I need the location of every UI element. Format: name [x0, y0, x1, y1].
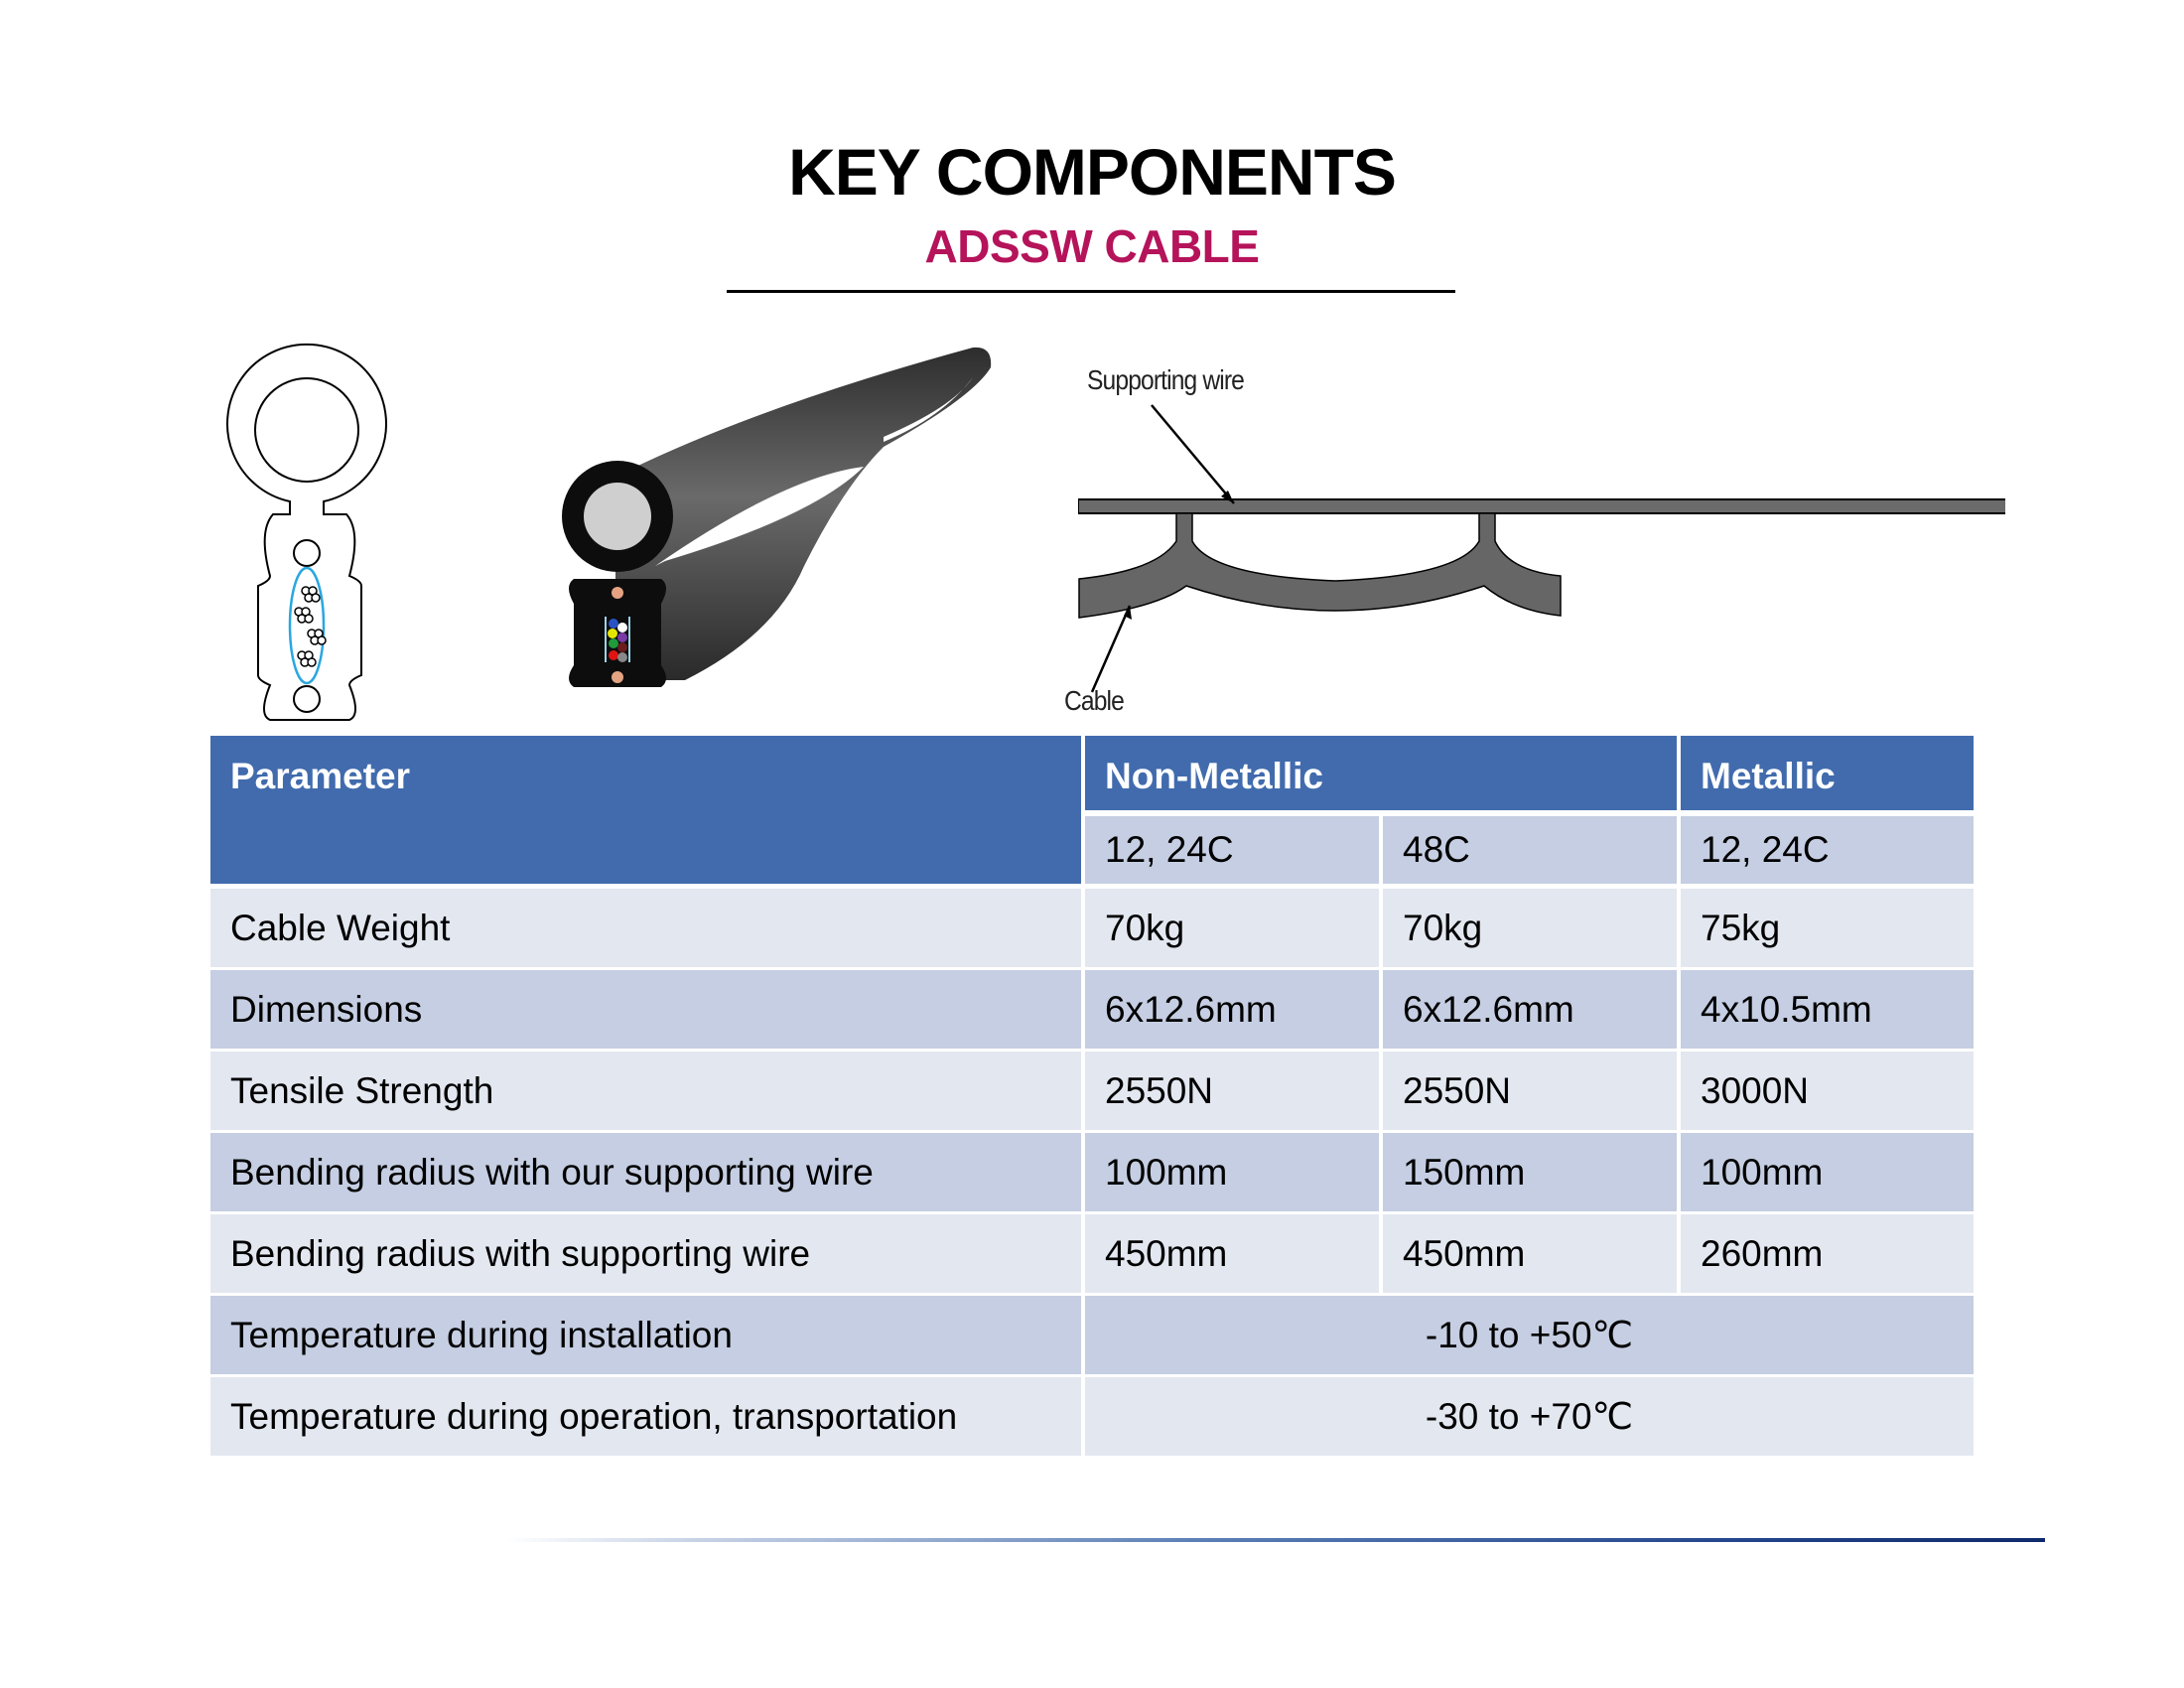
page-subtitle: ADSSW CABLE [924, 220, 1260, 272]
row-parameter: Temperature during installation [210, 1296, 1081, 1374]
footer-divider [506, 1538, 2045, 1542]
subheader-metallic-12-24c: 12, 24C [1681, 816, 1974, 884]
row-value: 6x12.6mm [1085, 970, 1379, 1049]
row-value: 70kg [1383, 889, 1677, 967]
header-metallic: Metallic [1681, 736, 1974, 810]
header-non-metallic: Non-Metallic [1085, 736, 1677, 810]
page-title: KEY COMPONENTS [788, 135, 1397, 209]
title-divider [727, 290, 1455, 293]
row-value: 2550N [1383, 1052, 1677, 1130]
cable-label: Cable [1064, 685, 1125, 716]
row-value: 4x10.5mm [1681, 970, 1974, 1049]
row-value: 100mm [1681, 1133, 1974, 1211]
subheader-non-metallic-12-24c: 12, 24C [1085, 816, 1379, 884]
row-value: 75kg [1681, 889, 1974, 967]
row-parameter: Bending radius with our supporting wire [210, 1133, 1081, 1211]
row-value: 2550N [1085, 1052, 1379, 1130]
row-parameter: Tensile Strength [210, 1052, 1081, 1130]
header-parameter: Parameter [210, 736, 1081, 884]
row-merged-value: -10 to +50℃ [1085, 1296, 1974, 1374]
row-value: 3000N [1681, 1052, 1974, 1130]
row-value: 100mm [1085, 1133, 1379, 1211]
cable-render-icon [556, 338, 1013, 725]
row-parameter: Bending radius with supporting wire [210, 1214, 1081, 1293]
row-parameter: Dimensions [210, 970, 1081, 1049]
row-merged-value: -30 to +70℃ [1085, 1377, 1974, 1456]
row-value: 260mm [1681, 1214, 1974, 1293]
row-value: 6x12.6mm [1383, 970, 1677, 1049]
row-value: 450mm [1383, 1214, 1677, 1293]
supporting-wire-label: Supporting wire [1087, 364, 1245, 395]
subheader-non-metallic-48c: 48C [1383, 816, 1677, 884]
row-parameter: Cable Weight [210, 889, 1081, 967]
row-value: 150mm [1383, 1133, 1677, 1211]
supporting-wire-diagram: Supporting wire Cable [1062, 338, 2005, 735]
row-value: 450mm [1085, 1214, 1379, 1293]
cable-cross-section-icon [222, 338, 401, 725]
row-value: 70kg [1085, 889, 1379, 967]
row-parameter: Temperature during operation, transporta… [210, 1377, 1081, 1456]
